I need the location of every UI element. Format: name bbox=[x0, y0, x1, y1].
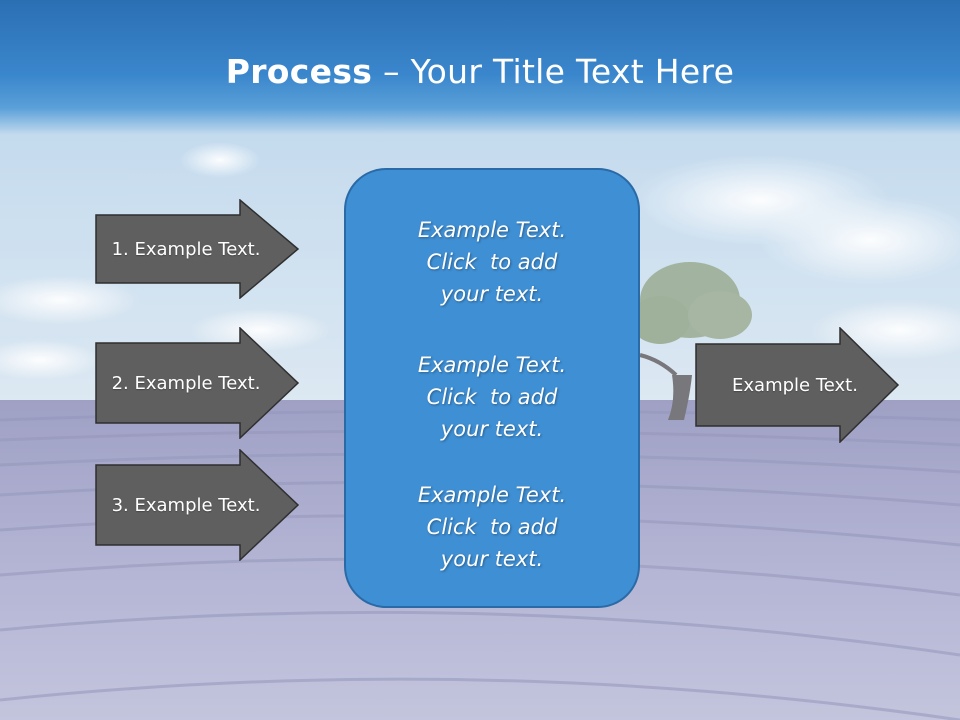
center-paragraph-2: Example Text. Click to add your text. bbox=[346, 349, 638, 445]
center-paragraph-1: Example Text. Click to add your text. bbox=[346, 214, 638, 310]
right-arrow-label: Example Text. bbox=[732, 374, 858, 396]
left-arrow-1-label: 1. Example Text. bbox=[111, 238, 261, 260]
paragraph-line: your text. bbox=[440, 417, 544, 441]
center-text-box[interactable]: Example Text. Click to add your text. Ex… bbox=[344, 168, 640, 608]
left-arrow-3[interactable]: 3. Example Text. bbox=[95, 449, 300, 561]
cloud-shape bbox=[180, 142, 260, 178]
left-arrow-2[interactable]: 2. Example Text. bbox=[95, 327, 300, 439]
left-arrow-3-label: 3. Example Text. bbox=[111, 494, 261, 516]
cloud-shape bbox=[760, 195, 960, 285]
cloud-shape bbox=[0, 340, 100, 380]
left-arrow-1[interactable]: 1. Example Text. bbox=[95, 199, 300, 299]
cloud-shape bbox=[0, 275, 140, 325]
title-bold-text: Process bbox=[225, 52, 373, 91]
right-arrow[interactable]: Example Text. bbox=[695, 327, 900, 443]
paragraph-line: Click to add bbox=[426, 515, 558, 539]
paragraph-line: Click to add bbox=[426, 250, 558, 274]
center-paragraph-3: Example Text. Click to add your text. bbox=[346, 479, 638, 575]
paragraph-line: your text. bbox=[440, 282, 544, 306]
title-regular-text: – Your Title Text Here bbox=[372, 52, 735, 91]
paragraph-line: your text. bbox=[440, 547, 544, 571]
paragraph-line: Example Text. bbox=[417, 218, 567, 242]
arrow-shape bbox=[95, 449, 300, 561]
arrow-shape bbox=[95, 199, 300, 299]
paragraph-line: Click to add bbox=[426, 385, 558, 409]
paragraph-line: Example Text. bbox=[417, 353, 567, 377]
arrow-shape bbox=[95, 327, 300, 439]
left-arrow-2-label: 2. Example Text. bbox=[111, 372, 261, 394]
paragraph-line: Example Text. bbox=[417, 483, 567, 507]
cloud-shape bbox=[190, 308, 330, 352]
slide-title[interactable]: Process – Your Title Text Here bbox=[0, 52, 960, 91]
arrow-shape bbox=[695, 327, 900, 443]
tree-image bbox=[630, 262, 752, 420]
title-band bbox=[0, 0, 960, 135]
